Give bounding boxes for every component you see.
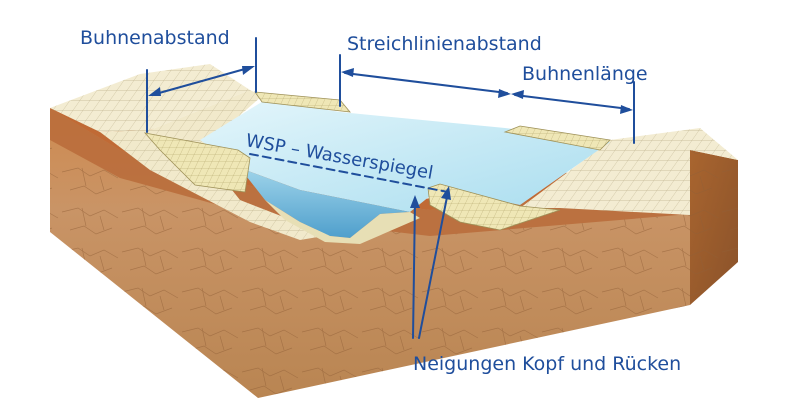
groyne-length-arrowhead-left (511, 90, 524, 99)
main-channel (240, 168, 410, 238)
groynes (143, 91, 611, 231)
soil-cracks (50, 140, 690, 398)
slope-arrow-1 (412, 199, 416, 339)
annotations (146, 37, 635, 339)
slope-arrowhead-2 (441, 186, 451, 200)
channel-bed (265, 200, 420, 244)
soil-right-face-cracks (690, 150, 738, 305)
slope-arrow-2 (418, 191, 449, 339)
groyne-length-label: Buhnenlänge (522, 63, 648, 85)
right-bank (520, 128, 738, 215)
water (200, 100, 610, 244)
training-line-spacing-label: Streichlinienabstand (347, 33, 542, 55)
slope-arrowhead-1 (410, 195, 420, 208)
slopes-label: Neigungen Kopf und Rücken (413, 353, 681, 375)
groyne-front-right-tex (428, 184, 560, 230)
groyne-spacing-arrowhead-right (242, 66, 255, 75)
water-surface (200, 100, 610, 212)
water-level-line (249, 153, 449, 193)
training-line-arrowhead-left (341, 68, 354, 77)
groyne-spacing-arrowhead-left (148, 87, 161, 96)
groyne-length-arrow (514, 94, 630, 110)
groyne-length-arrowhead-right (620, 105, 633, 114)
training-line-arrowhead-right (498, 89, 511, 98)
groyne-front-left-tex (145, 133, 250, 192)
groyne-spacing-label: Buhnenabstand (80, 27, 230, 49)
groyne-spacing-arrow (151, 66, 253, 96)
training-line-arrow (344, 72, 508, 94)
right-bank-top-grid (600, 128, 738, 160)
right-bank-slope-grid (520, 148, 690, 215)
groyne-back-right-tex (505, 126, 610, 150)
groyne-back-left-tex (255, 92, 350, 112)
